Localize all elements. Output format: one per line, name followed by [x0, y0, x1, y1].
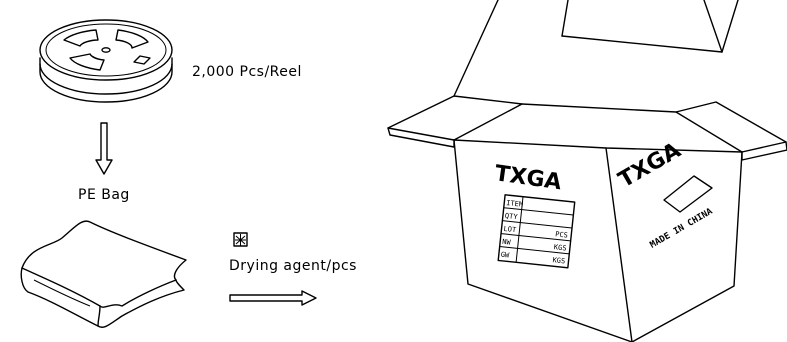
drying-agent-icon — [234, 233, 247, 246]
right-arrow-icon — [230, 291, 316, 305]
label-right-3: KGS — [552, 256, 565, 265]
carton-box-illustration: TXGA ITEM QTY LOT NW GW PCS KGS KGS TXGA… — [388, 0, 787, 342]
reel-capacity-label: 2,000 Pcs/Reel — [192, 64, 302, 80]
label-right-2: KGS — [553, 243, 566, 252]
label-row-5: GW — [500, 251, 510, 260]
pe-bag-label: PE Bag — [78, 187, 130, 203]
shipping-label: ITEM QTY LOT NW GW PCS KGS KGS — [498, 195, 575, 268]
box-logo-left: TXGA — [493, 161, 563, 195]
drying-agent-label: Drying agent/pcs — [229, 258, 357, 274]
label-row-2: QTY — [504, 212, 518, 221]
reel-illustration — [40, 20, 172, 102]
label-row-1: ITEM — [506, 199, 524, 209]
label-right-1: PCS — [555, 230, 568, 239]
down-arrow-icon — [96, 123, 112, 174]
box-logo-right: TXGA — [615, 138, 686, 193]
diamond-window — [664, 176, 712, 212]
pe-bag-illustration — [21, 221, 186, 327]
made-in-label: MADE IN CHINA — [649, 206, 716, 250]
label-row-4: NW — [502, 238, 512, 247]
label-row-3: LOT — [503, 225, 517, 234]
